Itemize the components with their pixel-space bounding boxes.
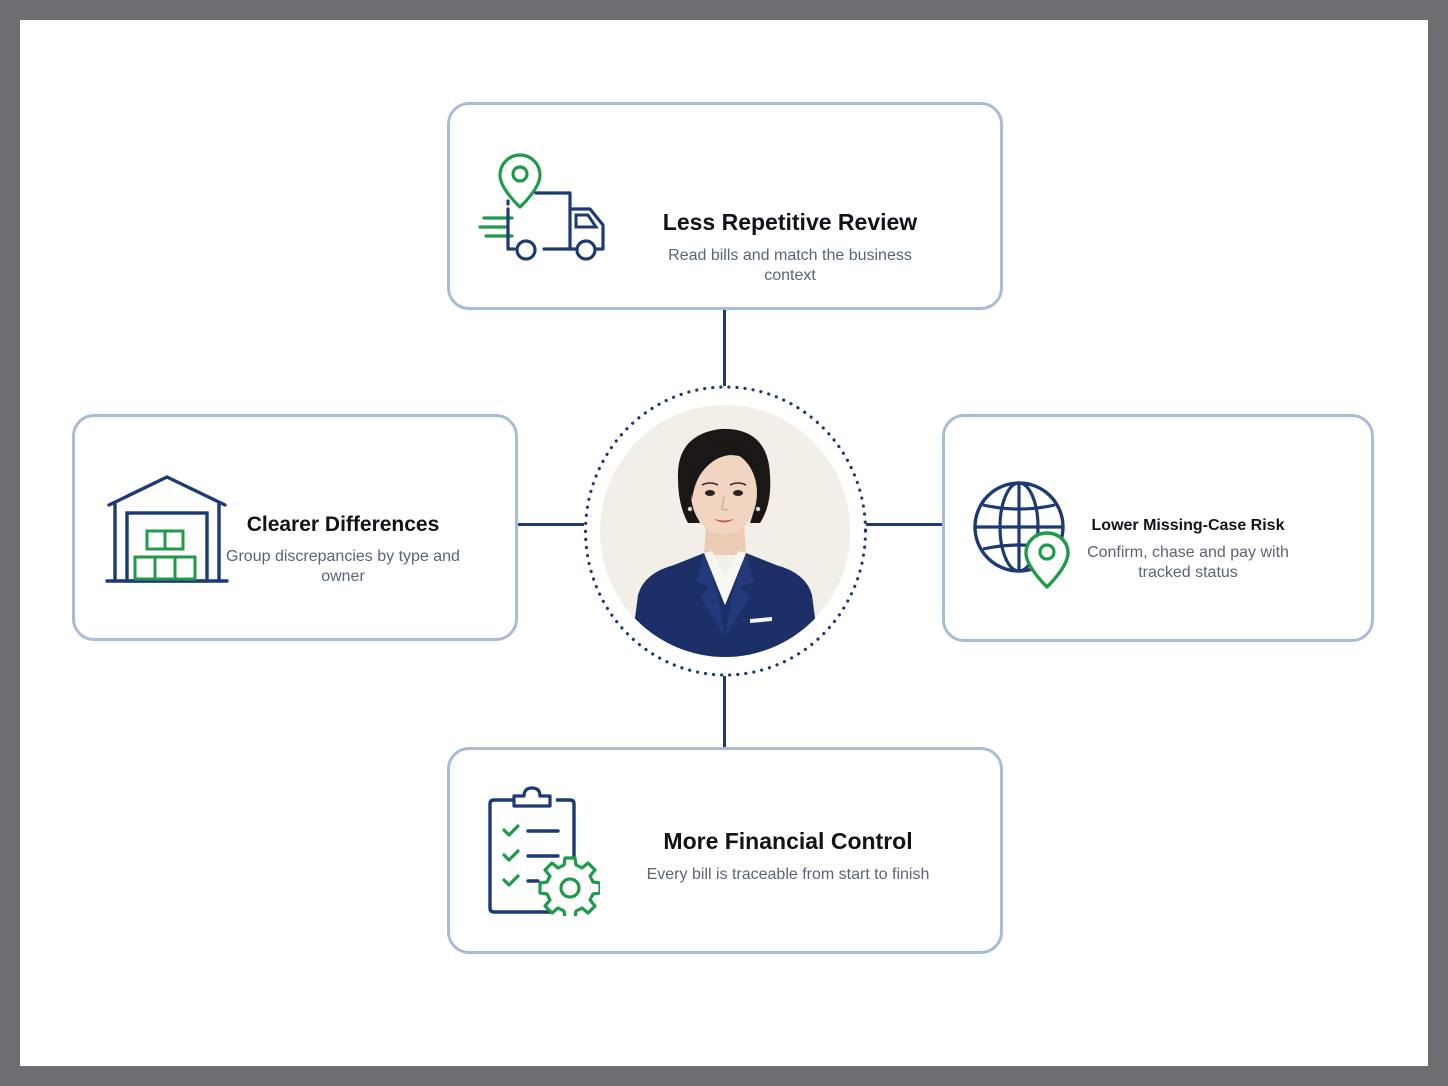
card-description: Read bills and match the business contex… xyxy=(668,247,912,284)
card-text-right: Lower Missing-Case Risk Confirm, chase a… xyxy=(1075,517,1301,583)
professional-portrait xyxy=(600,405,850,657)
connector-bottom xyxy=(723,676,726,748)
warehouse-icon xyxy=(105,475,229,583)
globe-location-icon xyxy=(973,481,1070,589)
card-text-bottom: More Financial Control Every bill is tra… xyxy=(646,828,930,885)
connector-right xyxy=(866,523,944,526)
portrait-illustration xyxy=(600,405,850,657)
card-description: Group discrepancies by type and owner xyxy=(226,548,460,585)
connector-left xyxy=(517,523,584,526)
card-text-left: Clearer Differences Group discrepancies … xyxy=(225,513,461,587)
card-more-financial-control: More Financial Control Every bill is tra… xyxy=(447,747,1003,954)
card-lower-missing-case-risk: Lower Missing-Case Risk Confirm, chase a… xyxy=(942,414,1374,642)
delivery-truck-location-icon xyxy=(478,153,605,261)
card-description: Every bill is traceable from start to fi… xyxy=(646,866,930,883)
card-description: Confirm, chase and pay with tracked stat… xyxy=(1087,544,1289,581)
card-title: More Financial Control xyxy=(663,828,913,854)
card-clearer-differences: Clearer Differences Group discrepancies … xyxy=(72,414,518,641)
card-text-top: Less Repetitive Review Read bills and ma… xyxy=(650,209,930,292)
card-less-repetitive-review: Less Repetitive Review Read bills and ma… xyxy=(447,102,1003,310)
checklist-gear-icon xyxy=(488,786,600,916)
card-title: Lower Missing-Case Risk xyxy=(1091,517,1285,534)
connector-top xyxy=(723,310,726,386)
card-title: Less Repetitive Review xyxy=(662,209,918,235)
card-title: Clearer Differences xyxy=(246,513,440,536)
